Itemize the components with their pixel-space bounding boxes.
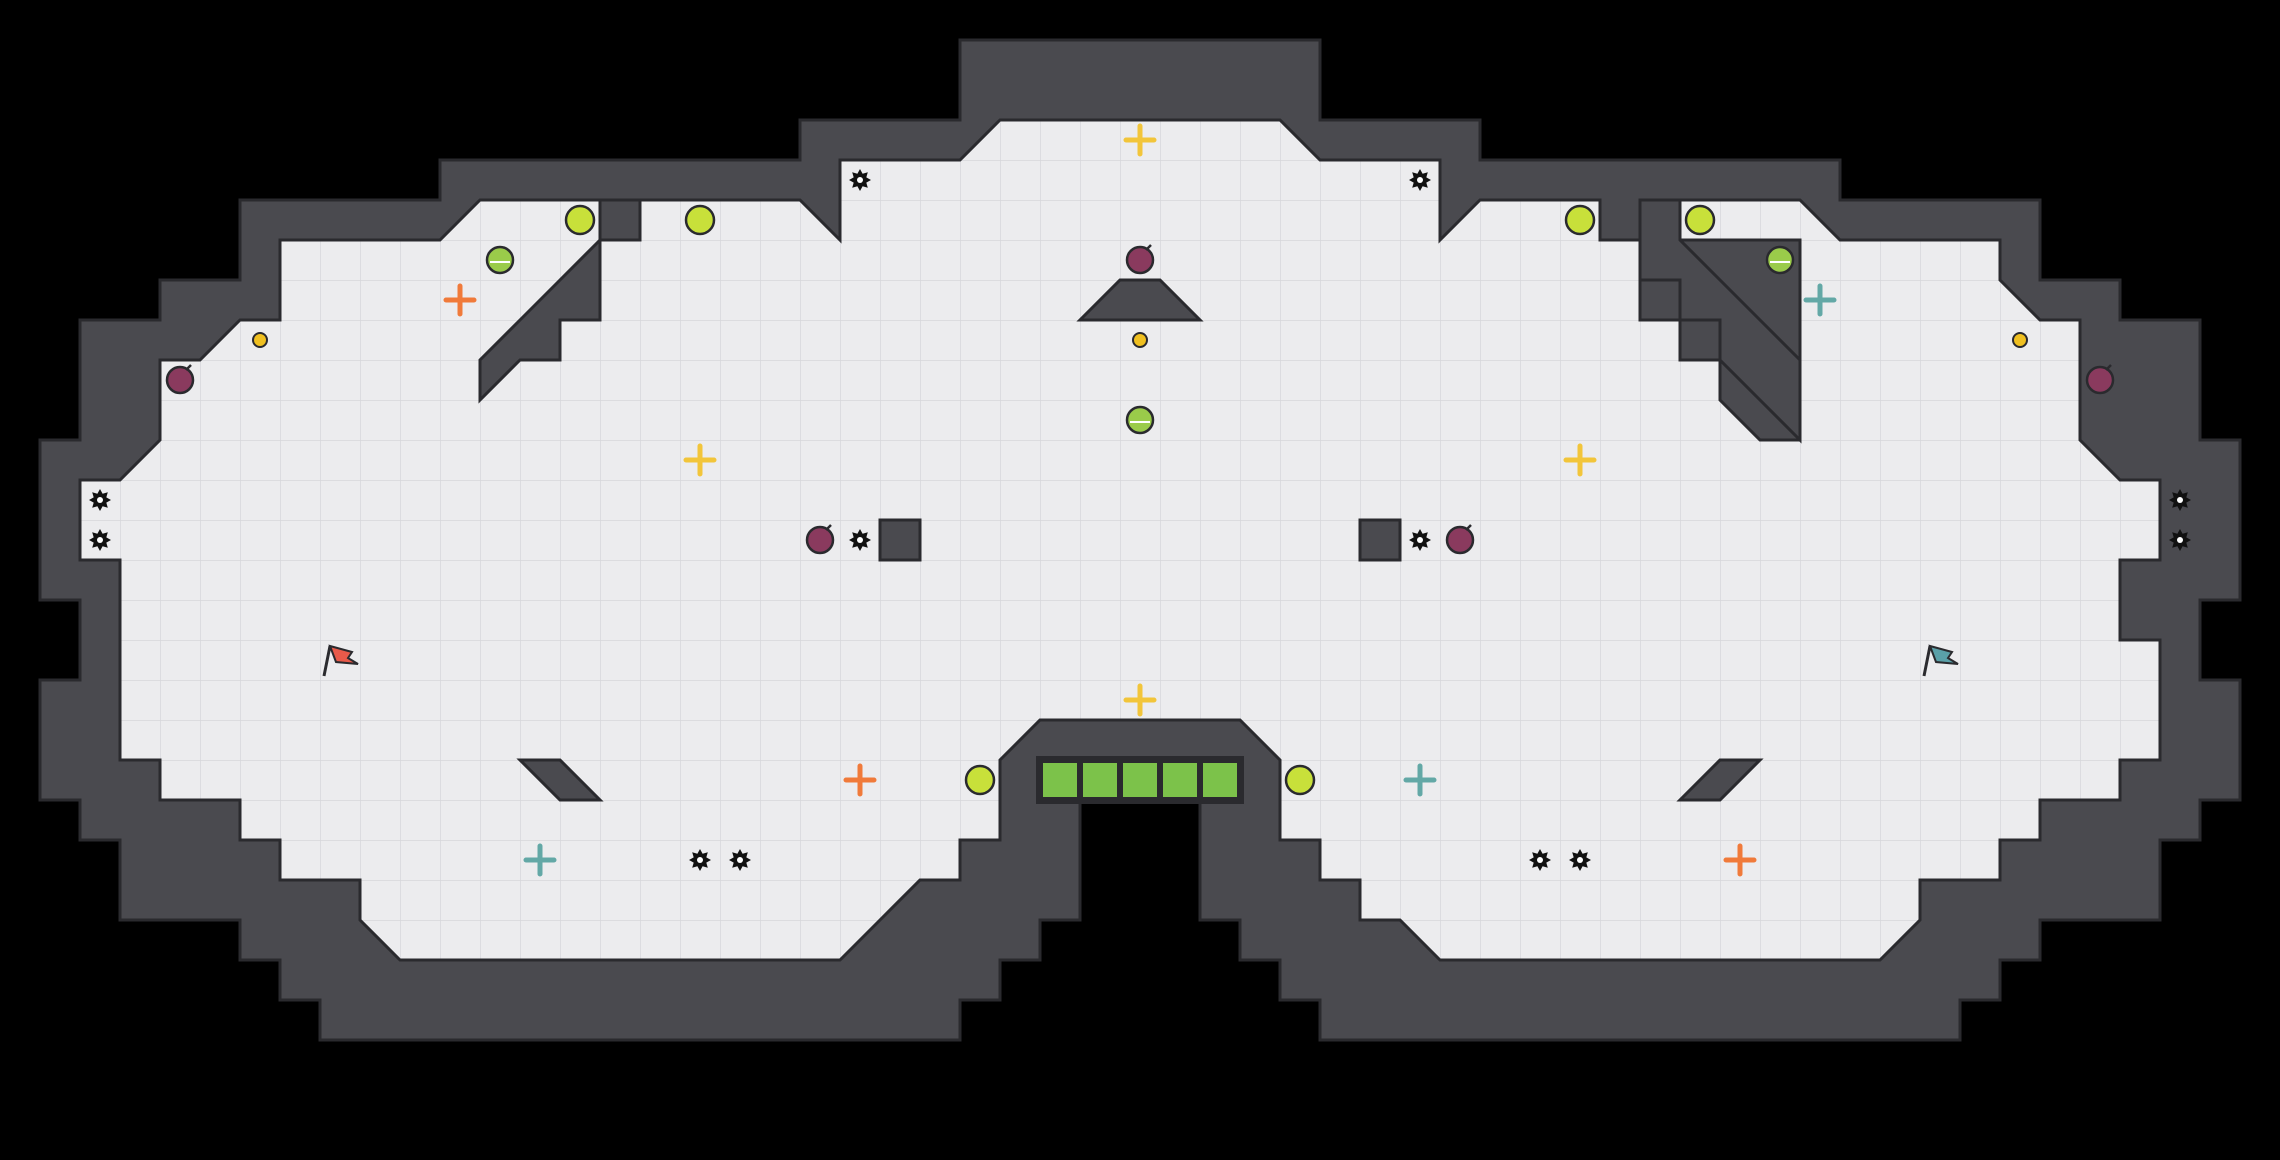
gate-tile [1121, 761, 1159, 799]
gate-tile [1161, 761, 1199, 799]
spike-icon [1409, 529, 1431, 551]
gate-tile [1041, 761, 1079, 799]
striped-orb-icon [1125, 405, 1155, 435]
boosts [443, 123, 1837, 877]
spike-icon [89, 529, 111, 551]
power-orb-icon [684, 204, 716, 236]
boost-icon [1123, 123, 1157, 157]
right-pillar [1358, 518, 1402, 562]
spike-icon [849, 169, 871, 191]
power-orb-icon [964, 764, 996, 796]
spike-icon [2169, 489, 2191, 511]
gate-tile [1201, 761, 1239, 799]
spike-icon [1569, 849, 1591, 871]
bomb-icon [165, 364, 195, 395]
spike-icon [729, 849, 751, 871]
portals [252, 332, 2028, 348]
striped-orb-icon [485, 245, 515, 275]
spike-icon [1529, 849, 1551, 871]
boost-icon [1723, 843, 1757, 877]
red-flag-icon [322, 644, 359, 677]
boost-icon [1123, 683, 1157, 717]
bomb-icon [2085, 364, 2115, 395]
portal-icon [252, 332, 268, 348]
arena-floor [78, 118, 2162, 962]
power-orb-icon [564, 204, 596, 236]
power-orb-icon [1284, 764, 1316, 796]
portal-icon [1132, 332, 1148, 348]
blue-flag-icon [1922, 644, 1959, 677]
bomb-icon [1445, 524, 1475, 555]
upper-left-ramp-wall [478, 198, 642, 404]
bomb-icon [1125, 244, 1155, 275]
gate-tile [1081, 761, 1119, 799]
spike-icon [1409, 169, 1431, 191]
boost-icon [1403, 763, 1437, 797]
right-low-ramp [1676, 758, 1764, 802]
spike-icon [849, 529, 871, 551]
boost-icon [523, 843, 557, 877]
striped-orb-icon [1765, 245, 1795, 275]
spike-icon [689, 849, 711, 871]
flags [322, 644, 1959, 677]
boost-icon [1563, 443, 1597, 477]
left-low-ramp [516, 758, 604, 802]
boost-icon [443, 283, 477, 317]
spike-icon [89, 489, 111, 511]
power-orb-icon [1684, 204, 1716, 236]
boost-icon [683, 443, 717, 477]
power-orb-icon [1564, 204, 1596, 236]
boost-icon [1803, 283, 1837, 317]
left-pillar [878, 518, 922, 562]
striped-orbs [485, 245, 1795, 435]
center-gate [1041, 761, 1239, 799]
center-top-bump [1076, 278, 1204, 322]
power-orbs [564, 204, 1716, 796]
bomb-icon [805, 524, 835, 555]
bombs [165, 244, 2115, 555]
upper-right-ramp-wall [1638, 198, 1802, 444]
boost-icon [843, 763, 877, 797]
spike-icon [2169, 529, 2191, 551]
portal-icon [2012, 332, 2028, 348]
